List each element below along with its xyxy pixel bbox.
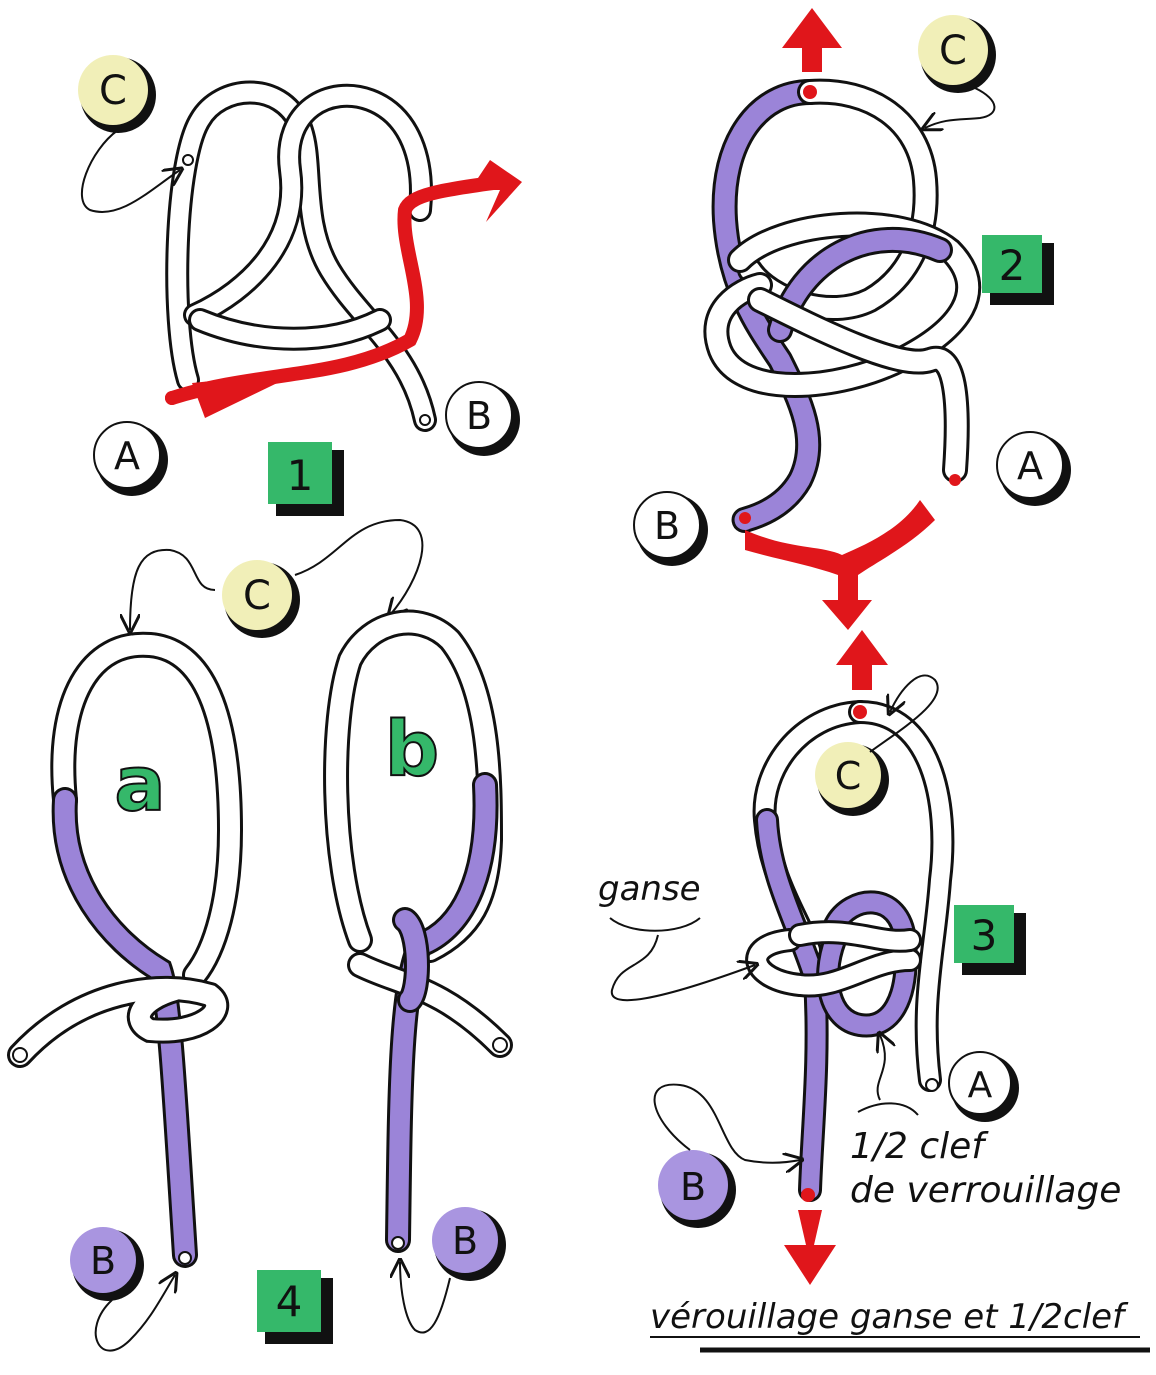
red-arrow-down-step3 [784, 1210, 836, 1285]
pointer-arrow [400, 1262, 450, 1333]
svg-text:B: B [466, 394, 492, 438]
svg-text:a: a [114, 739, 165, 828]
pointer-arrow [82, 130, 180, 212]
pointer-arrow [925, 88, 994, 128]
caption-text: vérouillage ganse et 1/2clef [650, 1297, 1129, 1337]
end-label-b-variant-a: B [70, 1227, 144, 1301]
svg-text:B: B [90, 1239, 116, 1283]
red-fan-step1 [192, 372, 300, 418]
end-label-b-step2: B [634, 492, 708, 566]
end-label-a-step1: A [94, 422, 168, 496]
rope-white-step2 [750, 92, 926, 308]
svg-text:4: 4 [276, 1277, 303, 1326]
end-label-a-step3: A [949, 1052, 1019, 1122]
red-arrow-up-step3 [836, 630, 888, 690]
half-hitch-bracket [858, 1103, 918, 1115]
svg-text:b: b [385, 704, 439, 793]
svg-text:C: C [243, 573, 271, 619]
end-label-b-step3: B [658, 1150, 736, 1228]
svg-text:A: A [968, 1065, 993, 1106]
half-hitch-line1: 1/2 clef [850, 1126, 989, 1167]
svg-text:C: C [939, 28, 967, 74]
pointer-arrow [655, 1085, 800, 1163]
svg-text:B: B [654, 504, 680, 548]
pointer-arrow [878, 1035, 885, 1100]
variant-label-b: b [385, 704, 439, 793]
svg-text:1: 1 [287, 451, 314, 500]
svg-text:A: A [114, 434, 140, 478]
svg-text:C: C [99, 68, 127, 114]
ganse-bracket [610, 918, 700, 931]
end-label-b-step1: B [446, 382, 520, 456]
step-badge-1: 1 [268, 442, 344, 516]
pointer-arrow [130, 550, 215, 630]
step-badge-4: 4 [257, 1270, 333, 1344]
end-label-b-variant-b: B [432, 1207, 506, 1281]
end-label-c-step4: C [222, 560, 300, 638]
caption: vérouillage ganse et 1/2clef [650, 1297, 1150, 1350]
half-hitch-line2: de verrouillage [850, 1170, 1121, 1211]
end-label-c-step1: C [78, 55, 156, 133]
step-badge-2: 2 [982, 235, 1054, 305]
end-label-c-step3: C [815, 742, 889, 816]
panel-step-1: C A B 1 [78, 55, 522, 516]
svg-text:2: 2 [999, 241, 1026, 290]
panel-step-3: C 3 A B ganse 1/2 clef de verrouilla [598, 630, 1121, 1285]
variant-label-a: a [114, 739, 165, 828]
svg-text:3: 3 [971, 911, 998, 960]
panel-step-4: C a b B [13, 520, 507, 1351]
end-label-a-step2: A [997, 432, 1071, 506]
red-arrow-up-step2 [782, 8, 842, 72]
panel-step-2: C 2 A B [634, 8, 1071, 630]
rope-purple-step3 [767, 820, 817, 1190]
pointer-arrow [612, 935, 755, 1000]
svg-text:C: C [835, 754, 862, 798]
svg-text:A: A [1017, 444, 1043, 488]
svg-text:B: B [452, 1219, 478, 1263]
step-badge-3: 3 [954, 905, 1026, 975]
svg-text:B: B [680, 1165, 706, 1209]
pointer-arrow [295, 520, 422, 615]
ganse-label: ganse [598, 869, 701, 909]
end-label-c-step2: C [918, 15, 996, 93]
